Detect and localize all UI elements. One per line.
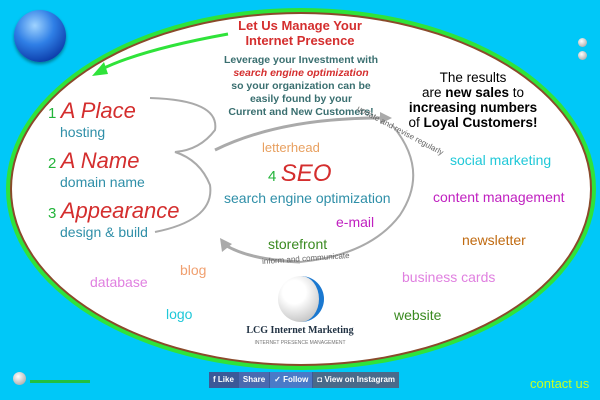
service-social: social marketing bbox=[450, 152, 552, 168]
service-email: e-mail bbox=[336, 214, 375, 230]
step-sub: hosting bbox=[60, 124, 106, 140]
service-logo: logo bbox=[166, 306, 193, 322]
lcg-logo-tagline: INTERNET PRESENCE MANAGEMENT bbox=[254, 340, 346, 346]
like-label: Like bbox=[217, 375, 234, 384]
contact-us-link[interactable]: contact us bbox=[530, 376, 590, 391]
facebook-like-button[interactable]: f Like bbox=[209, 372, 238, 388]
service-letterhead: letterhead bbox=[262, 140, 320, 155]
chat-bubble-icon bbox=[13, 372, 26, 385]
results-text: The results are new sales to increasing … bbox=[398, 70, 548, 130]
instagram-icon: ◘ bbox=[317, 375, 325, 384]
bubble-icon bbox=[578, 51, 587, 60]
step-number: 3 bbox=[48, 205, 57, 222]
intro-line: Leverage your Investment with bbox=[223, 54, 379, 66]
twitter-follow-button[interactable]: ✓ Follow bbox=[270, 372, 313, 388]
results-line: The results bbox=[439, 70, 507, 85]
globe-button[interactable] bbox=[14, 10, 66, 62]
service-newsletter: newsletter bbox=[462, 232, 526, 248]
step-sub: domain name bbox=[60, 174, 145, 190]
headline-line: Internet Presence bbox=[245, 33, 355, 48]
instagram-label: View on Instagram bbox=[324, 375, 396, 384]
service-website: website bbox=[394, 307, 442, 323]
step-title: A Place bbox=[60, 98, 136, 123]
results-bold: Loyal Customers! bbox=[423, 115, 538, 130]
intro-emphasis: search engine optimization bbox=[233, 67, 369, 79]
follow-label: Follow bbox=[283, 375, 309, 384]
results-text-part: are bbox=[421, 85, 446, 100]
service-blog: blog bbox=[180, 262, 207, 278]
results-text-part: of bbox=[408, 115, 424, 130]
intro-line: easily found by your bbox=[249, 93, 353, 105]
intro-line: so your organization can be bbox=[231, 80, 371, 92]
step-number: 4 bbox=[268, 168, 277, 185]
step-3: 3 Appearance design & build bbox=[48, 198, 179, 240]
step-title: SEO bbox=[280, 160, 332, 187]
service-database: database bbox=[90, 274, 148, 290]
footer-link[interactable] bbox=[30, 380, 90, 383]
step-number: 1 bbox=[48, 105, 57, 122]
step-4: 4 SEO bbox=[268, 160, 331, 188]
step-1: 1 A Place hosting bbox=[48, 98, 136, 140]
headline: Let Us Manage Your Internet Presence bbox=[220, 18, 380, 48]
results-text-part: to bbox=[509, 85, 525, 100]
cycle-top-arrow bbox=[214, 116, 381, 152]
step-number: 2 bbox=[48, 155, 57, 172]
green-arrow bbox=[99, 32, 229, 72]
step-title: Appearance bbox=[60, 198, 180, 223]
results-bold: new sales bbox=[445, 85, 510, 100]
service-content: content management bbox=[433, 189, 565, 205]
step-sub: design & build bbox=[60, 224, 148, 240]
service-storefront: storefront bbox=[268, 236, 328, 252]
bracket bbox=[149, 97, 217, 233]
intro-line: Current and New Customers! bbox=[228, 106, 374, 118]
headline-line: Let Us Manage Your bbox=[238, 18, 362, 33]
step-sub: search engine optimization bbox=[224, 190, 391, 206]
results-line: increasing numbers bbox=[408, 100, 538, 115]
step-2: 2 A Name domain name bbox=[48, 148, 145, 190]
twitter-icon: ✓ bbox=[274, 375, 284, 384]
share-button[interactable]: Share bbox=[238, 372, 270, 388]
lcg-logo-name: LCG Internet Marketing bbox=[246, 325, 354, 336]
cycle-bottom-arrow bbox=[224, 243, 301, 264]
instagram-button[interactable]: ◘ View on Instagram bbox=[313, 372, 400, 388]
social-bar: f Like Share ✓ Follow ◘ View on Instagra… bbox=[209, 372, 400, 388]
cycle-right bbox=[299, 124, 415, 263]
lcg-logo-globe bbox=[278, 276, 324, 322]
intro-text: Leverage your Investment with search eng… bbox=[212, 54, 390, 119]
service-cards: business cards bbox=[402, 269, 496, 285]
green-arrowhead bbox=[92, 62, 108, 76]
step-title: A Name bbox=[60, 148, 140, 173]
bubble-icon bbox=[578, 38, 587, 47]
facebook-icon: f bbox=[213, 375, 218, 384]
